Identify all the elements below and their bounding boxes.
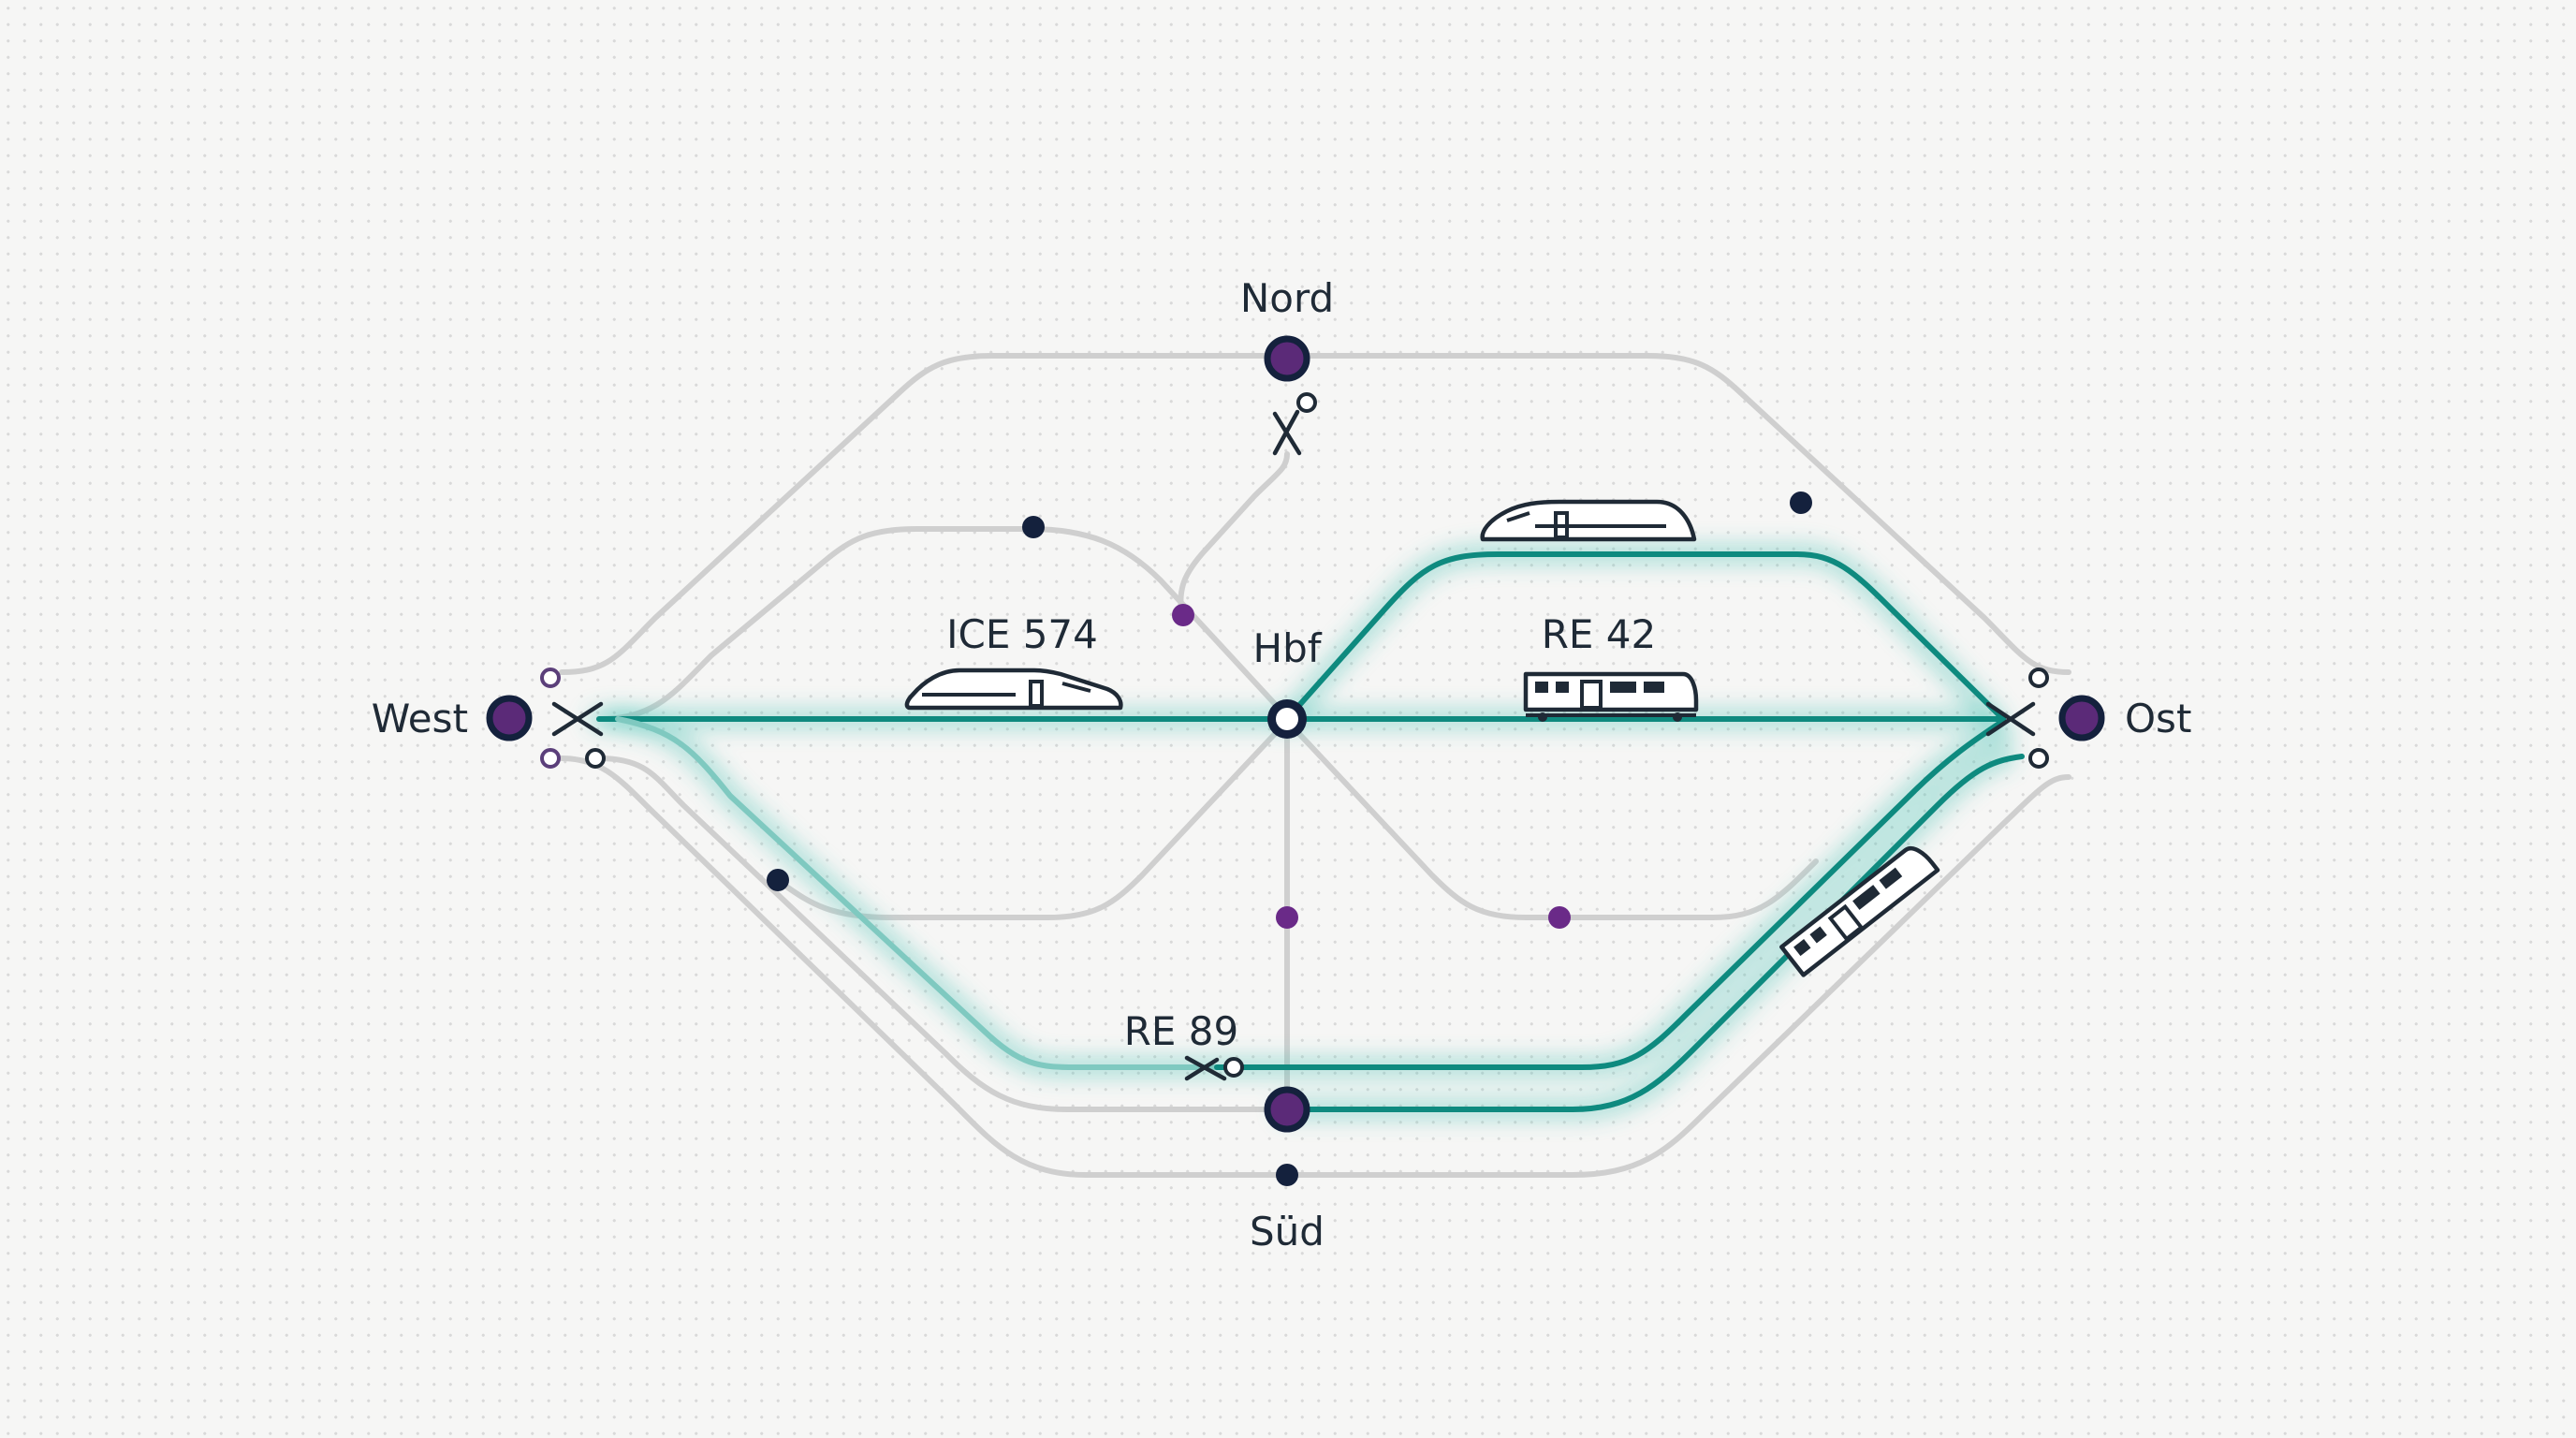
- station-west-marker[interactable]: [486, 695, 533, 741]
- station-nord-label: Nord: [1240, 275, 1334, 321]
- track-outer-south: [559, 756, 2071, 1178]
- switch-ost[interactable]: [1985, 701, 2036, 737]
- node-nord-spur[interactable]: [1172, 604, 1194, 626]
- signal-west-lower-2[interactable]: [585, 748, 606, 769]
- switch-west[interactable]: [551, 701, 604, 737]
- train-ice-icon[interactable]: [904, 668, 1123, 711]
- active-routes: [596, 551, 2025, 1112]
- station-hbf-label: Hbf: [1252, 625, 1322, 671]
- track-inner-southeast: [1284, 718, 1819, 920]
- track-nord-spur: [1178, 451, 1290, 616]
- train-re42-label: RE 42: [1542, 611, 1657, 657]
- train-re89-label: RE 89: [1124, 1008, 1239, 1054]
- train-bypass-icon[interactable]: [1480, 499, 1697, 542]
- signal-ost-lower[interactable]: [2028, 748, 2049, 769]
- track-outer-north: [559, 353, 2071, 675]
- node-southwest[interactable]: [767, 869, 789, 891]
- station-ost-label: Ost: [2125, 696, 2191, 741]
- signal-west-upper[interactable]: [540, 668, 561, 688]
- route-re89-east: [1214, 718, 2006, 1070]
- station-sued-marker[interactable]: [1264, 1086, 1310, 1133]
- node-sued-bottom[interactable]: [1276, 1164, 1298, 1186]
- route-re89-west: [615, 716, 1220, 1070]
- station-ost-marker[interactable]: [2058, 695, 2105, 741]
- switch-nord[interactable]: [1272, 392, 1317, 456]
- station-hbf-marker[interactable]: [1267, 699, 1307, 739]
- track-middle-south: [596, 756, 1290, 1112]
- node-northeast[interactable]: [1790, 492, 1812, 514]
- node-hbf-south[interactable]: [1276, 906, 1298, 929]
- node-southeast[interactable]: [1548, 906, 1571, 929]
- track-inner-southwest: [774, 718, 1290, 920]
- switch-re89[interactable]: [1184, 1055, 1244, 1081]
- signal-ost-upper[interactable]: [2028, 668, 2049, 688]
- track-network: [559, 353, 2071, 1178]
- station-sued-label: Süd: [1250, 1209, 1325, 1255]
- station-west-label: West: [372, 696, 468, 741]
- train-diagonal-icon[interactable]: [1779, 842, 1940, 977]
- train-re42-icon[interactable]: [1523, 671, 1699, 722]
- signal-west-lower[interactable]: [540, 748, 561, 769]
- train-ice-label: ICE 574: [946, 611, 1098, 657]
- node-inner-north[interactable]: [1022, 516, 1045, 538]
- track-inner-northwest: [596, 526, 1290, 722]
- route-sued-ost: [1284, 754, 2025, 1112]
- station-nord-marker[interactable]: [1264, 335, 1310, 382]
- route-re42-bypass: [1284, 551, 2006, 722]
